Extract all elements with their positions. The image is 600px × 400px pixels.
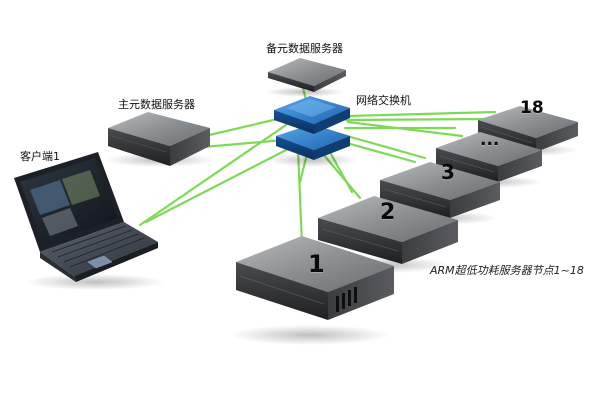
caption-arm-server-nodes: ARM超低功耗服务器节点1~18: [430, 264, 584, 277]
node-label-1: 1: [308, 250, 325, 278]
cable-node-3-2: [338, 132, 427, 160]
label-backup-metadata-server: 备元数据服务器: [266, 42, 343, 55]
node-label-18: 18: [520, 98, 544, 118]
node-label-3: 3: [441, 160, 455, 184]
cable-client: [138, 123, 288, 227]
label-network-switch: 网络交换机: [356, 94, 411, 107]
network-switch: [267, 96, 357, 167]
backup-metadata-server: [265, 58, 346, 97]
server-node-1: [230, 236, 394, 345]
label-client: 客户端1: [20, 150, 60, 163]
primary-metadata-server: [105, 112, 215, 167]
cable-node-18-2: [344, 117, 492, 122]
node-label-dots: ...: [480, 130, 500, 150]
cable-node-18: [346, 110, 497, 118]
label-primary-metadata-server: 主元数据服务器: [118, 98, 195, 111]
cable-node-dots-2: [346, 120, 464, 138]
client-laptop: [14, 152, 165, 290]
cable-client-2: [144, 146, 292, 224]
node-label-2: 2: [380, 200, 396, 225]
